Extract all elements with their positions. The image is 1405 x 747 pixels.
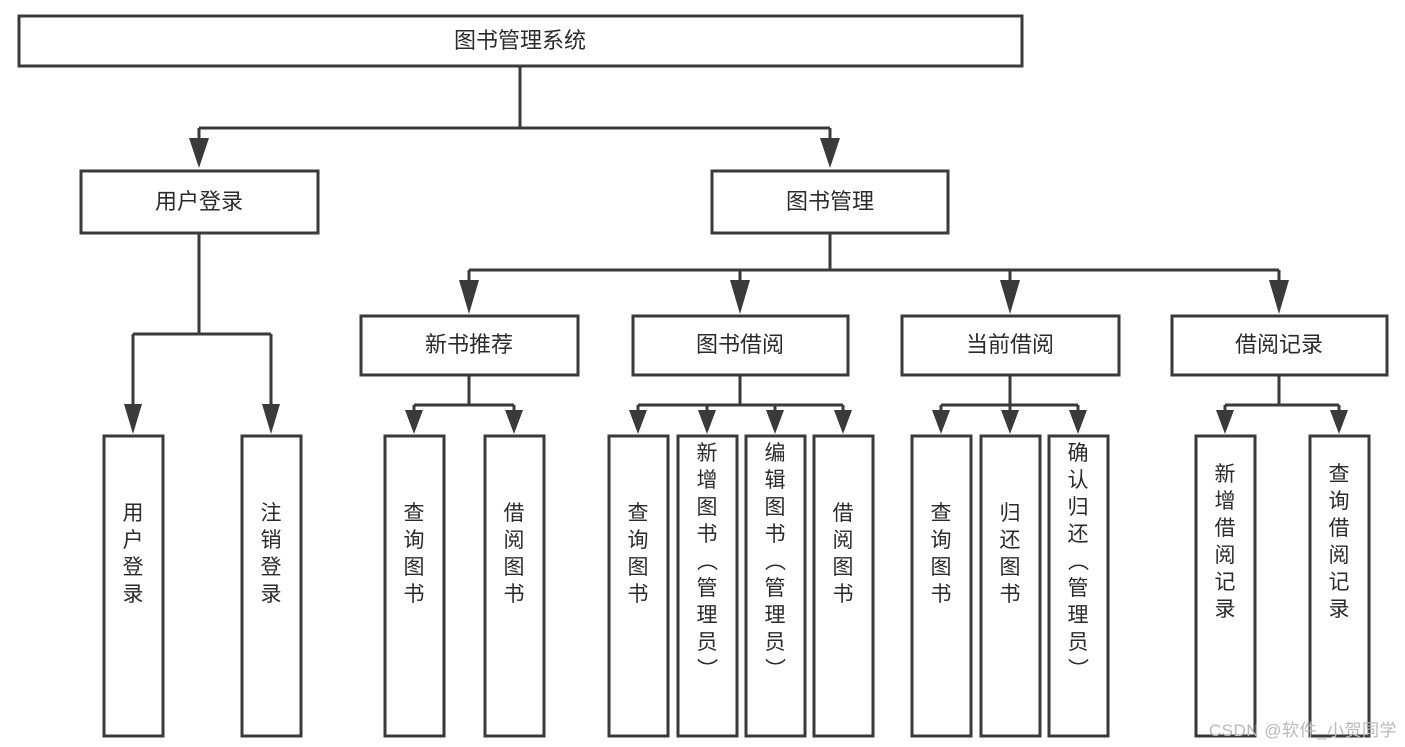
leaf-book-borrow-add-label: 新增图书（管理员） — [697, 442, 719, 681]
leaf-book-borrow-borrow-box[interactable] — [812, 434, 875, 738]
leaf-new-book-query-box[interactable] — [383, 434, 446, 738]
node-book-borrow[interactable]: 图书借阅 — [631, 314, 850, 377]
node-borrow-record[interactable]: 借阅记录 — [1170, 314, 1389, 377]
node-book-management-label: 图书管理 — [786, 189, 874, 214]
leaf-borrow-record-add-label: 新增借阅记录 — [1215, 463, 1236, 621]
leaf-user-login-login-box[interactable] — [102, 434, 165, 738]
arrowhead-leaf-bookborrow-2 — [698, 410, 716, 434]
leaf-current-borrow-confirm[interactable]: 确认归还（管理员） — [1047, 434, 1110, 738]
leaf-book-borrow-query-label: 查询图书 — [628, 502, 649, 606]
node-book-borrow-box[interactable] — [631, 314, 850, 377]
node-current-borrow-label: 当前借阅 — [966, 332, 1054, 357]
arrowhead-leaf-bookborrow-4 — [834, 410, 852, 434]
arrowhead-leaf-newbook-2 — [505, 410, 523, 434]
leaf-user-login-logout[interactable]: 注销登录 — [240, 434, 303, 738]
arrowhead-leaf-currentborrow-3 — [1069, 410, 1087, 434]
leaf-current-borrow-confirm-box[interactable] — [1047, 434, 1110, 738]
leaf-new-book-borrow-label: 借阅图书 — [504, 502, 525, 606]
leaf-user-login-logout-box[interactable] — [240, 434, 303, 738]
node-borrow-record-label: 借阅记录 — [1235, 332, 1323, 357]
leaf-current-borrow-confirm-label: 确认归还（管理员） — [1068, 442, 1090, 681]
leaf-book-borrow-edit-label: 编辑图书（管理员） — [765, 442, 787, 681]
node-book-borrow-label: 图书借阅 — [696, 332, 784, 357]
node-root-book-management-system[interactable]: 图书管理系统 — [17, 14, 1024, 68]
node-user-login[interactable]: 用户登录 — [79, 169, 320, 235]
node-user-login-label: 用户登录 — [155, 189, 243, 214]
arrowhead-user-login — [189, 138, 209, 168]
arrowhead-leaf-currentborrow-1 — [932, 410, 950, 434]
leaf-new-book-query-label: 查询图书 — [404, 502, 425, 606]
node-user-login-box[interactable] — [79, 169, 320, 235]
node-current-borrow[interactable]: 当前借阅 — [900, 314, 1121, 377]
node-book-management[interactable]: 图书管理 — [710, 169, 950, 235]
leaf-current-borrow-query-label: 查询图书 — [931, 502, 952, 606]
leaf-borrow-record-add[interactable]: 新增借阅记录 — [1194, 434, 1257, 738]
leaf-borrow-record-add-box[interactable] — [1194, 434, 1257, 738]
leaf-borrow-record-query[interactable]: 查询借阅记录 — [1308, 434, 1371, 738]
leaf-user-login-login-label: 用户登录 — [123, 502, 144, 606]
node-new-book-recommend[interactable]: 新书推荐 — [359, 314, 580, 377]
node-book-management-box[interactable] — [710, 169, 950, 235]
watermark: CSDN @软件_小贺同学 — [1208, 721, 1397, 740]
leaf-new-book-borrow-box[interactable] — [483, 434, 546, 738]
leaf-book-borrow-query-box[interactable] — [607, 434, 670, 738]
leaf-current-borrow-return-label: 归还图书 — [1000, 502, 1021, 606]
leaf-book-borrow-edit[interactable]: 编辑图书（管理员） — [744, 434, 807, 738]
node-new-book-recommend-label: 新书推荐 — [425, 332, 513, 357]
leaf-book-borrow-borrow[interactable]: 借阅图书 — [812, 434, 875, 738]
leaf-current-borrow-return[interactable]: 归还图书 — [979, 434, 1042, 738]
arrowhead-leaf-borrowrecord-1 — [1216, 410, 1234, 434]
leaf-new-book-query[interactable]: 查询图书 — [383, 434, 446, 738]
leaf-borrow-record-query-label: 查询借阅记录 — [1329, 463, 1350, 621]
arrowhead-leaf-borrowrecord-2 — [1330, 410, 1348, 434]
leaf-current-borrow-return-box[interactable] — [979, 434, 1042, 738]
arrowhead-borrow-record — [1269, 280, 1289, 314]
arrowhead-leaf-currentborrow-2 — [1001, 410, 1019, 434]
arrowhead-leaf-bookborrow-3 — [766, 410, 784, 434]
arrowhead-leaf-user-login-2 — [262, 404, 280, 434]
arrowhead-new-book — [459, 280, 479, 314]
leaf-book-borrow-add-box[interactable] — [676, 434, 739, 738]
leaf-book-borrow-edit-box[interactable] — [744, 434, 807, 738]
leaf-book-borrow-query[interactable]: 查询图书 — [607, 434, 670, 738]
arrowhead-leaf-newbook-1 — [405, 410, 423, 434]
leaf-borrow-record-query-box[interactable] — [1308, 434, 1371, 738]
node-root-box[interactable] — [17, 14, 1024, 68]
connector-layer — [124, 66, 1348, 434]
arrowhead-book-manage — [820, 138, 840, 168]
node-current-borrow-box[interactable] — [900, 314, 1121, 377]
leaf-user-login-logout-label: 注销登录 — [261, 502, 282, 606]
leaf-current-borrow-query[interactable]: 查询图书 — [910, 434, 973, 738]
arrowhead-book-borrow — [730, 280, 750, 314]
leaf-book-borrow-add[interactable]: 新增图书（管理员） — [676, 434, 739, 738]
node-root-label: 图书管理系统 — [454, 28, 586, 53]
leaf-new-book-borrow[interactable]: 借阅图书 — [483, 434, 546, 738]
leaf-user-login-login[interactable]: 用户登录 — [102, 434, 165, 738]
arrowhead-current-borrow — [1000, 280, 1020, 314]
node-borrow-record-box[interactable] — [1170, 314, 1389, 377]
leaf-book-borrow-borrow-label: 借阅图书 — [833, 502, 854, 606]
arrowhead-leaf-user-login-1 — [124, 404, 142, 434]
leaf-current-borrow-query-box[interactable] — [910, 434, 973, 738]
arrowhead-leaf-bookborrow-1 — [629, 410, 647, 434]
node-new-book-recommend-box[interactable] — [359, 314, 580, 377]
